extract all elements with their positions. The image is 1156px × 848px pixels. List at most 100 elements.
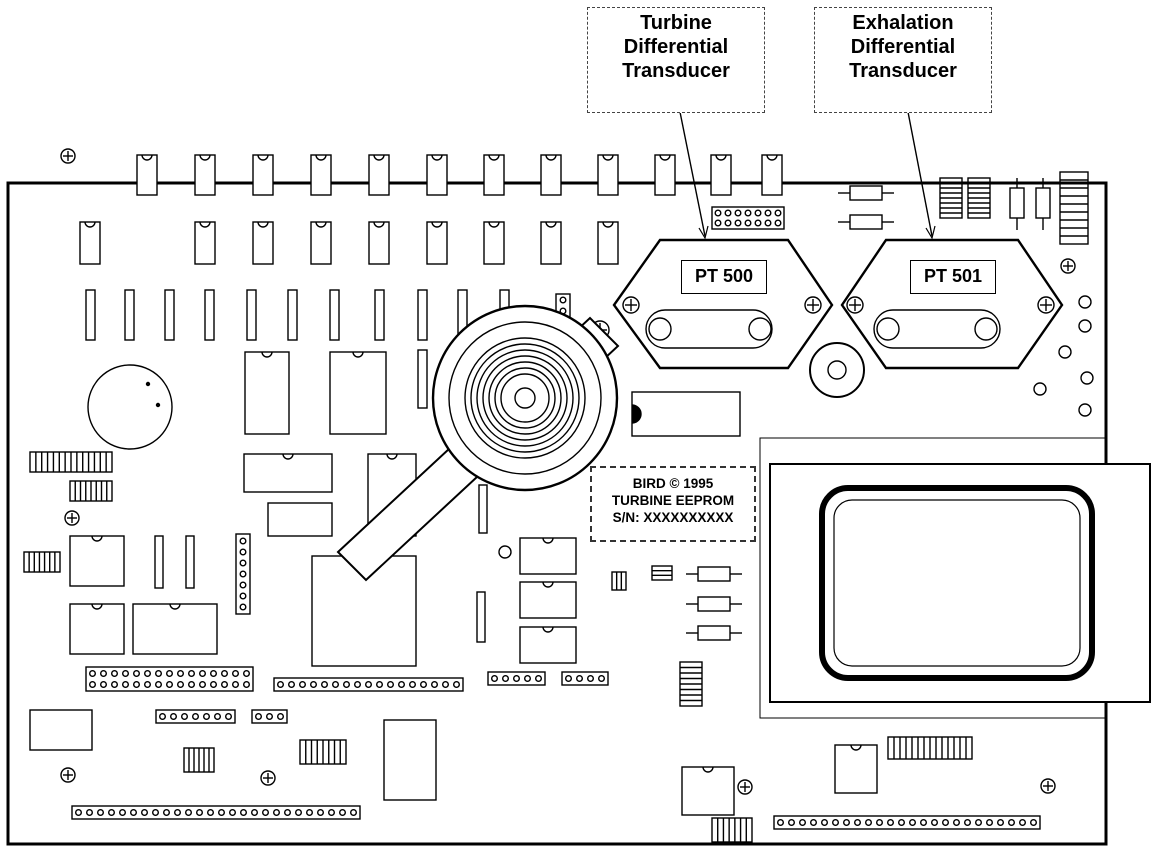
ic-chips (23, 154, 1089, 843)
callout-line: Differential (623, 36, 729, 58)
narrow-chip (154, 535, 164, 589)
ic-chip (483, 221, 505, 265)
ic-chip (540, 154, 562, 196)
resistor-network (611, 571, 627, 591)
screw (60, 148, 76, 164)
ic-chip (252, 221, 274, 265)
narrow-chip (374, 289, 385, 341)
callout-line: Differential (850, 36, 956, 58)
narrow-chip (246, 289, 257, 341)
screw (1037, 296, 1055, 314)
resistor (697, 566, 731, 582)
ic-chip (136, 154, 158, 196)
pin-header (251, 709, 288, 724)
resistor (849, 214, 883, 230)
screw (846, 296, 864, 314)
narrow-chip (478, 484, 488, 534)
narrow-chip (329, 289, 340, 341)
ic-chip (243, 453, 333, 493)
pin-header (155, 709, 236, 724)
ic-chip (383, 719, 437, 801)
display-region (759, 437, 1106, 719)
ic-chip (519, 626, 577, 664)
exhalation-leader (907, 111, 933, 237)
pin-header (773, 815, 1041, 830)
eeprom-line-1: BIRD © 1995 (632, 476, 714, 491)
narrow-chip (185, 535, 195, 589)
ic-chip (597, 154, 619, 196)
ic-chip (540, 221, 562, 265)
narrow-chip (476, 591, 486, 643)
eeprom-line-3: S/N: XXXXXXXXXX (612, 510, 734, 525)
narrow-chip (417, 349, 428, 409)
pin-header (85, 666, 254, 692)
ic-chip (426, 154, 448, 196)
pin-header (487, 671, 546, 686)
buzzer-assembly (336, 304, 620, 582)
ic-chip (368, 221, 390, 265)
resistor-network (1059, 171, 1089, 245)
ic-chip (761, 154, 783, 196)
ic-chip (310, 221, 332, 265)
resistor (1035, 187, 1051, 219)
ic-chip (681, 766, 735, 816)
ic-chip (194, 221, 216, 265)
ic-chip (69, 603, 125, 655)
callout-line: Transducer (622, 60, 730, 82)
ic-chip (194, 154, 216, 196)
resistors (686, 178, 1051, 641)
eeprom-line-2: TURBINE EEPROM (611, 493, 735, 508)
pin-header (561, 671, 609, 686)
turbine-leader (679, 111, 706, 237)
ic-chip (310, 154, 332, 196)
ic-chip (132, 603, 218, 655)
eeprom-chip (631, 391, 741, 437)
resistor-network (711, 817, 753, 843)
resistor (697, 596, 731, 612)
screw (260, 770, 276, 786)
narrow-chip (204, 289, 215, 341)
display-screen (819, 485, 1095, 681)
ic-chip (426, 221, 448, 265)
ic-chip (654, 154, 676, 196)
callout-line: Turbine (640, 12, 712, 34)
screw (737, 779, 753, 795)
ic-chip (69, 535, 125, 587)
screw (804, 296, 822, 314)
pt500-label: PT 500 (681, 260, 767, 294)
screw (60, 767, 76, 783)
pin-header (711, 206, 785, 230)
callout-line: Transducer (849, 60, 957, 82)
resistor-network (23, 551, 61, 573)
ic-chip (368, 154, 390, 196)
pt501-housing (840, 238, 1064, 370)
narrow-chip (164, 289, 175, 341)
ic-chip (267, 502, 333, 537)
resistor (697, 625, 731, 641)
round-capacitor (87, 364, 173, 450)
narrow-chip (124, 289, 135, 341)
ic-chip (329, 351, 387, 435)
pin-header (71, 805, 361, 820)
ic-chip (252, 154, 274, 196)
screw (1040, 778, 1056, 794)
screw (1060, 258, 1076, 274)
screw (64, 510, 80, 526)
pin-header (273, 677, 464, 692)
ic-chip (244, 351, 290, 435)
ic-chip (834, 744, 878, 794)
ic-chip (519, 537, 577, 575)
screw (622, 296, 640, 314)
ic-chip (597, 221, 619, 265)
callout-turbine-differential-transducer: Turbine Differential Transducer (587, 7, 765, 113)
ic-chip (519, 581, 577, 619)
pin-header (235, 533, 251, 615)
narrow-chip (417, 289, 428, 341)
callout-exhalation-differential-transducer: Exhalation Differential Transducer (814, 7, 992, 113)
narrow-chip (287, 289, 298, 341)
ic-chip (29, 709, 93, 751)
pt501-label: PT 501 (910, 260, 996, 294)
turbine-eeprom-label: BIRD © 1995 TURBINE EEPROM S/N: XXXXXXXX… (590, 466, 756, 542)
resistor (1009, 187, 1025, 219)
